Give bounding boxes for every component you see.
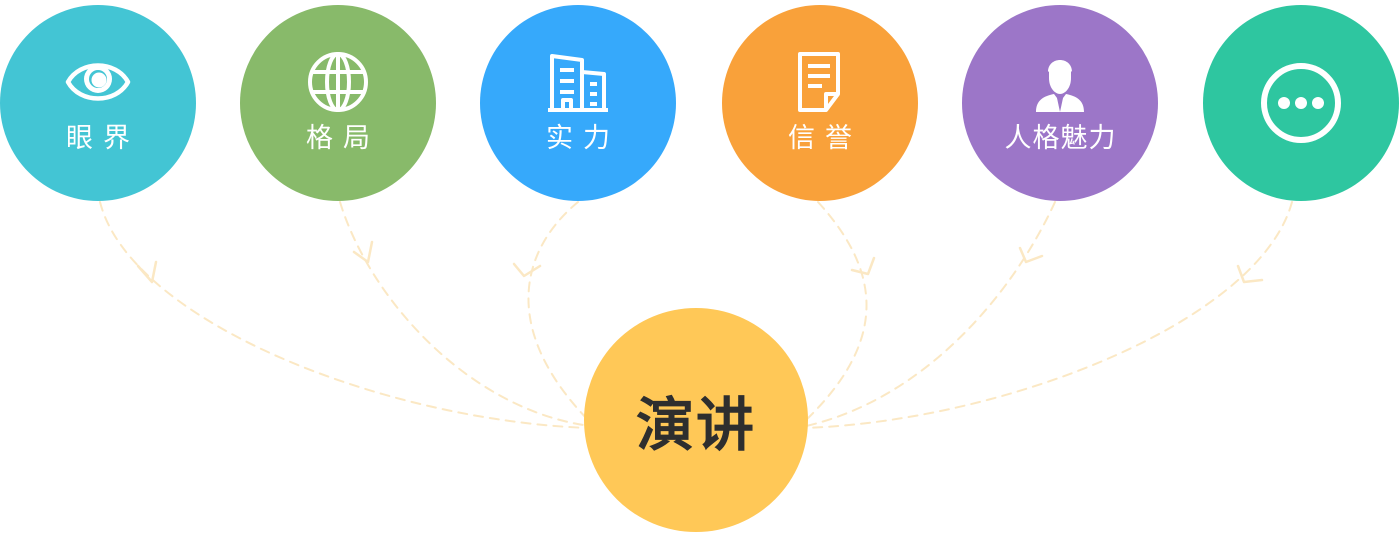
node-label: 实力 [546,123,620,154]
node-credit: 信誉 [722,5,918,201]
building-icon [546,50,610,114]
center-node: 演讲 [584,308,808,532]
connector-credit [803,201,868,423]
connector-strength [527,201,591,423]
arrowhead-credit [850,256,876,276]
arrowhead-pattern [352,240,374,264]
eye-icon [65,50,131,114]
node-eye: 眼界 [0,5,196,201]
connector-eye [99,201,589,429]
node-more [1203,5,1399,201]
connector-more [805,201,1293,429]
center-label: 演讲 [635,391,756,459]
node-charisma: 人格魅力 [962,5,1158,201]
node-label: 格局 [306,123,380,154]
more-icon [1259,61,1343,145]
arrowhead-eye [136,260,158,284]
document-icon [788,50,852,114]
node-label: 信誉 [788,123,862,154]
connector-pattern [339,201,591,427]
node-pattern: 格局 [240,5,436,201]
node-label: 人格魅力 [1004,123,1117,154]
arrowhead-charisma [1018,246,1044,264]
node-strength: 实力 [480,5,676,201]
arrowhead-strength [512,262,542,278]
arrowhead-more [1236,264,1264,284]
node-label: 眼界 [66,123,140,154]
globe-icon [306,50,370,114]
person-icon [1028,50,1092,114]
